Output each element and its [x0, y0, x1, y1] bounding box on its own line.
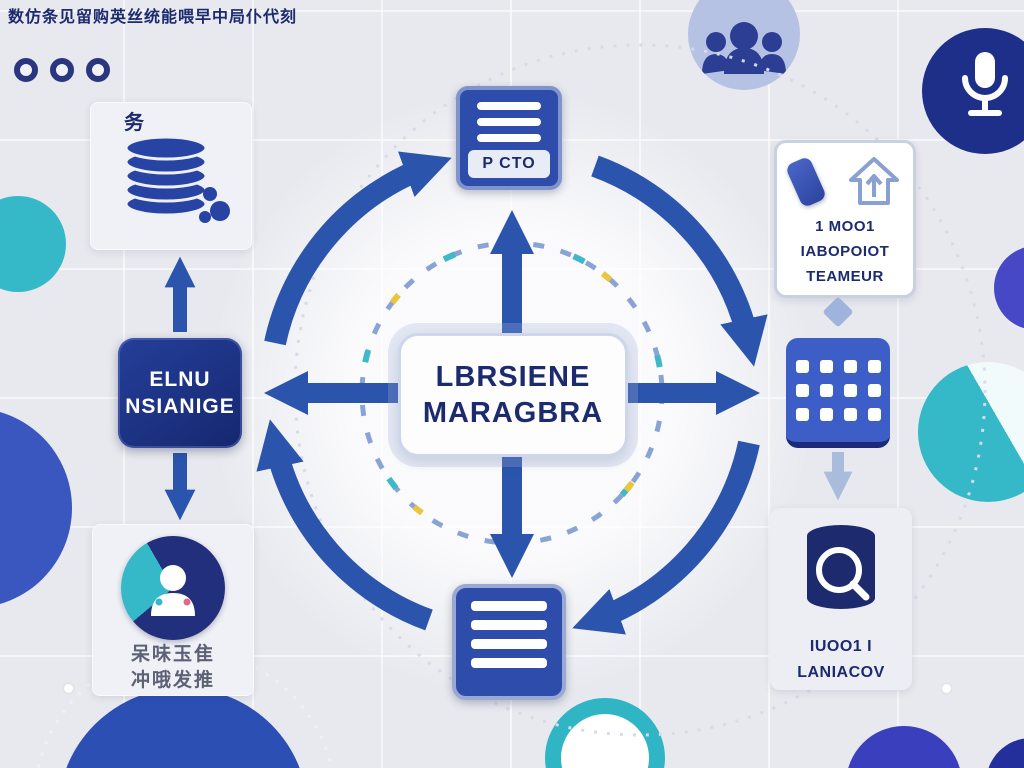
left-node-line1: ELNU — [149, 367, 211, 391]
purple-circle-right — [994, 246, 1024, 330]
database-panel: 务 — [90, 102, 252, 250]
keypad-dot — [819, 407, 833, 421]
keypad-dot — [843, 407, 857, 421]
blue-circle-bottom-left — [58, 688, 308, 768]
user-caption: 呆味玉隹 冲哦发推 — [92, 642, 254, 693]
user-avatar — [121, 536, 225, 640]
database-glyph: 务 — [124, 112, 144, 134]
search-card-line1: IUOO1 I — [809, 638, 873, 655]
document-line — [471, 658, 547, 668]
home-upload-icon — [849, 157, 899, 205]
top-node-label: P CTO — [468, 150, 550, 178]
keypad-dot — [843, 359, 857, 373]
ring-icons — [14, 58, 110, 82]
document-line — [477, 134, 541, 142]
ring-icon — [50, 58, 74, 82]
keypad-dot — [795, 383, 809, 397]
page-caption: 数仿条见留购英丝统能喂早中局仆代刻 — [8, 9, 298, 26]
navy-circle-corner — [986, 738, 1024, 768]
ring-icon — [86, 58, 110, 82]
teal-circle-left — [0, 196, 66, 292]
white-dot-right — [942, 684, 951, 693]
document-line — [477, 118, 541, 126]
user-panel: 呆味玉隹 冲哦发推 — [92, 524, 254, 696]
central-hub: LBRSIENE MARAGBRA — [398, 333, 628, 457]
user-caption-line1: 呆味玉隹 — [130, 644, 215, 665]
keypad-dot — [867, 383, 881, 397]
left-node-line2: NSIANIGE — [125, 395, 235, 418]
keypad-dot — [867, 407, 881, 421]
database-stack-icon — [124, 135, 230, 223]
document-line — [471, 601, 547, 611]
keypad-dot — [819, 359, 833, 373]
eraser-icon — [784, 155, 828, 209]
keypad-dot — [843, 383, 857, 397]
database-search-icon — [807, 525, 875, 609]
left-process-node: ELNU NSIANIGE — [118, 338, 242, 448]
user-caption-line2: 冲哦发推 — [130, 669, 215, 691]
central-hub-line1: LBRSIENE — [435, 360, 591, 393]
upload-card-text: 1 MOO1 IABOPOIOT TEAMEUR — [777, 215, 913, 289]
upload-card: 1 MOO1 IABOPOIOT TEAMEUR — [774, 140, 916, 298]
teal-circle-right — [918, 362, 1024, 502]
keypad-dot — [867, 359, 881, 373]
document-line — [471, 639, 547, 649]
people-circle — [688, 0, 800, 90]
teal-ring-bottom — [545, 698, 665, 768]
bottom-document-node — [452, 584, 566, 700]
upload-card-line3: TEAMEUR — [806, 267, 884, 285]
keypad-grid-node — [786, 338, 890, 448]
search-card-text: IUOO1 I LANIACOV — [770, 634, 912, 685]
people-icon — [702, 22, 786, 74]
microphone-icon — [962, 52, 1008, 116]
purple-circle-bottom — [846, 726, 962, 768]
keypad-dot — [795, 359, 809, 373]
upload-card-line2: IABOPOIOT — [800, 242, 890, 260]
microphone-circle — [922, 28, 1024, 154]
search-card-line2: LANIACOV — [797, 663, 885, 681]
magnifier-icon — [816, 547, 862, 593]
keypad-dot — [795, 407, 809, 421]
keypad-dot — [819, 383, 833, 397]
user-avatar-icon — [151, 565, 195, 616]
white-dot-left — [64, 684, 73, 693]
diamond-connector — [822, 296, 854, 328]
central-hub-line2: MARAGBRA — [422, 397, 604, 429]
top-document-node: P CTO — [456, 86, 562, 190]
document-line — [477, 102, 541, 110]
blue-circle-left — [0, 408, 72, 608]
ring-icon — [14, 58, 38, 82]
upload-card-line1: 1 MOO1 — [815, 218, 875, 235]
search-card: IUOO1 I LANIACOV — [770, 508, 912, 690]
document-line — [471, 620, 547, 630]
